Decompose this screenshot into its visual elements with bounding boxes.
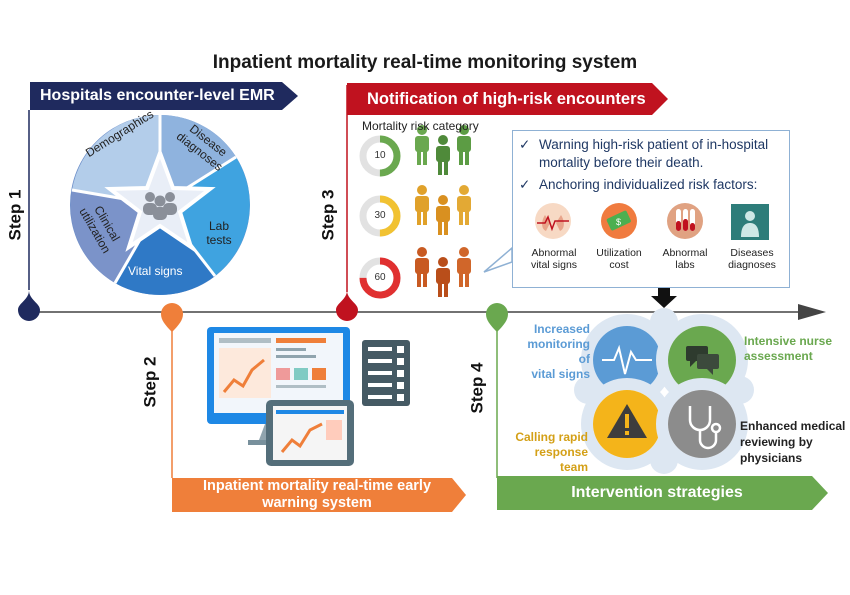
step2-label: Step 2 [140,356,160,408]
step3-banner-shape [347,83,668,115]
wheel-label-lab: Lab tests [206,219,232,247]
step4-banner-shape [497,476,828,510]
step4-label: Step 4 [467,362,487,414]
risk-value-10: 10 [374,150,386,161]
monitoring-circle [593,326,661,394]
check1-line2: mortality before their death. [539,155,704,170]
person-icon [415,125,429,165]
segment-demographics [72,115,160,205]
step2-pin [161,303,183,332]
wheel-label-vital: Vital signs [128,264,183,278]
callout-pointer [483,246,513,273]
medical-circle [668,390,736,458]
emr-wheel [70,115,250,295]
check1-mark: ✓ [519,137,531,152]
gauge-arc [359,135,401,177]
svg-text:$: $ [616,217,621,227]
segment-vital [115,205,215,295]
risk-people [415,125,471,297]
person-icon [457,185,471,225]
step1-label: Step 1 [5,189,25,241]
person-icon [457,125,471,165]
ekg-icon [602,344,652,375]
money-icon: $ [601,203,637,239]
person-icon [415,247,429,287]
risk-value-30: 30 [374,210,386,221]
intervention-cluster [574,308,754,474]
timeline-arrow-head [798,304,826,320]
step1-pin [18,290,40,321]
segment-disease [160,115,236,205]
xray-icon [731,204,769,240]
step2-banner-line1: Inpatient mortality real-time early [202,478,432,494]
gauge-arc [359,195,401,237]
step1-banner-shape [30,82,298,110]
step1-banner: Hospitals encounter-level EMR data [40,87,275,130]
tablet-icon [266,400,354,466]
person-icon [436,257,450,297]
step3-label: Step 3 [318,189,338,241]
check2-mark: ✓ [519,177,531,192]
checklist-icon [362,340,410,406]
segment-lab [160,157,250,276]
risk-value-60: 60 [374,272,386,283]
warning-callout: ✓ Warning high-risk patient of in-hospit… [512,130,790,288]
test-tubes-icon [667,203,703,239]
page-title: Inpatient mortality real-time monitoring… [212,52,638,73]
heart-lung-icon [535,203,571,239]
gauge-arc [359,257,401,299]
factor-icons: $ [535,203,769,240]
check1-line1: Warning high-risk patient of in-hospital [539,137,769,152]
person-icon [436,135,450,175]
person-icon [436,195,450,235]
step3-banner: Notification of high-risk encounters [367,90,646,108]
person-icon [415,185,429,225]
stethoscope-icon [688,406,722,450]
step2-banner-line2: warning system [262,495,372,511]
step2-banner: Inpatient mortality real-time early warn… [172,478,462,512]
risk-category-title: Mortality risk category [362,119,479,133]
person-icon [457,247,471,287]
risk-gauges [359,135,401,299]
people-icon [143,192,177,220]
step3-pin [336,290,358,321]
down-arrow [651,283,677,308]
check2-text: Anchoring individualized risk factors: [539,177,758,192]
step4-pin [486,303,508,332]
chat-icon [686,346,719,375]
step2-banner-shape [172,478,466,512]
step4-banner: Intervention strategies [571,484,743,501]
